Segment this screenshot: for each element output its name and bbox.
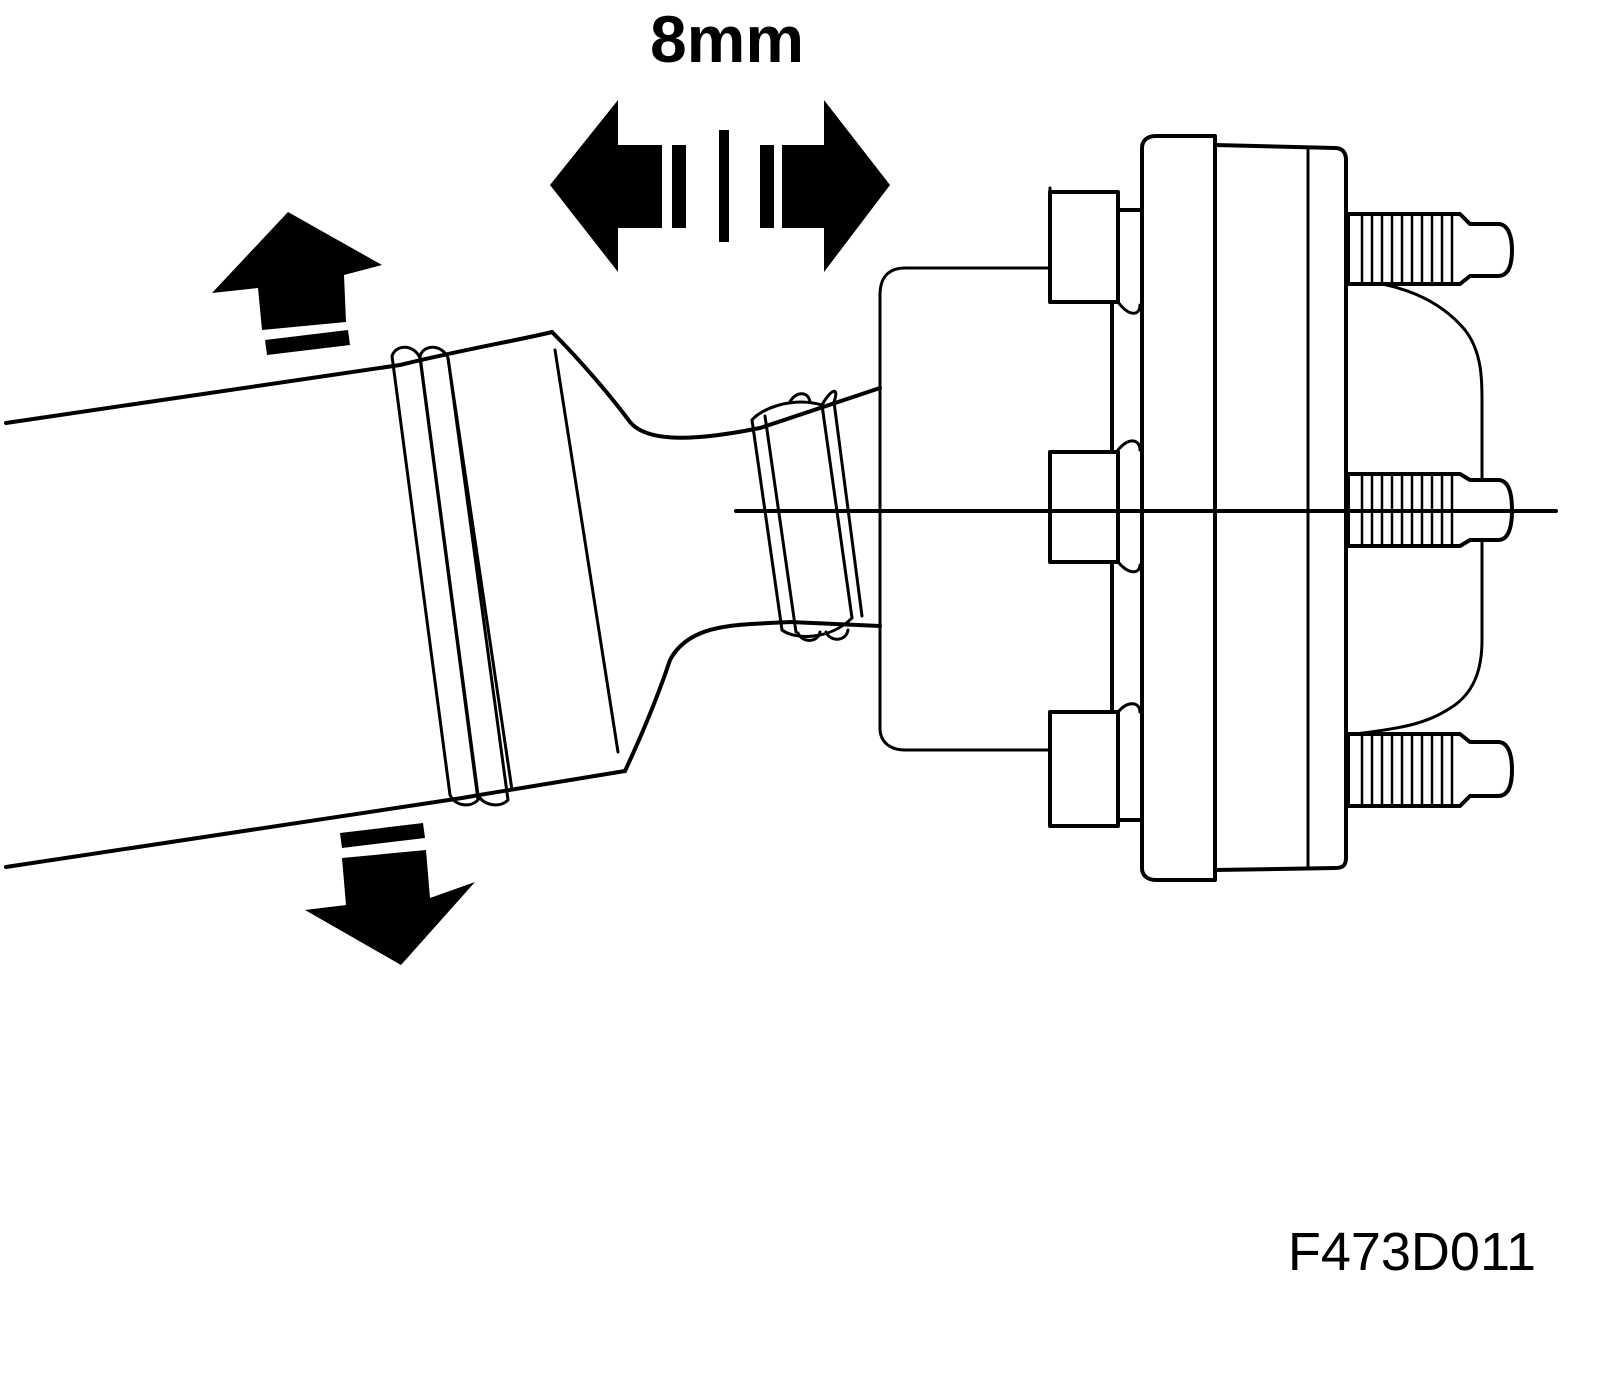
figure-code: F473D011	[1288, 1222, 1536, 1282]
bolt-head-bottom	[1048, 702, 1142, 828]
radial-up-arrow	[212, 212, 382, 355]
stud-bottom	[1346, 732, 1514, 808]
bolt-heads	[1048, 186, 1142, 828]
drive-shaft-tube	[4, 363, 464, 869]
radial-down-arrow	[305, 823, 475, 965]
rubber-boot	[398, 330, 882, 800]
flange-assembly	[1110, 134, 1484, 882]
bolt-head-middle	[1048, 439, 1142, 574]
boot-clamp-large	[390, 345, 514, 807]
bolt-head-top	[1048, 186, 1142, 315]
dimension-label: 8mm	[650, 2, 804, 76]
boot-clamp-small	[750, 390, 864, 642]
stud-top	[1346, 212, 1514, 286]
axial-play-arrow	[550, 100, 890, 272]
